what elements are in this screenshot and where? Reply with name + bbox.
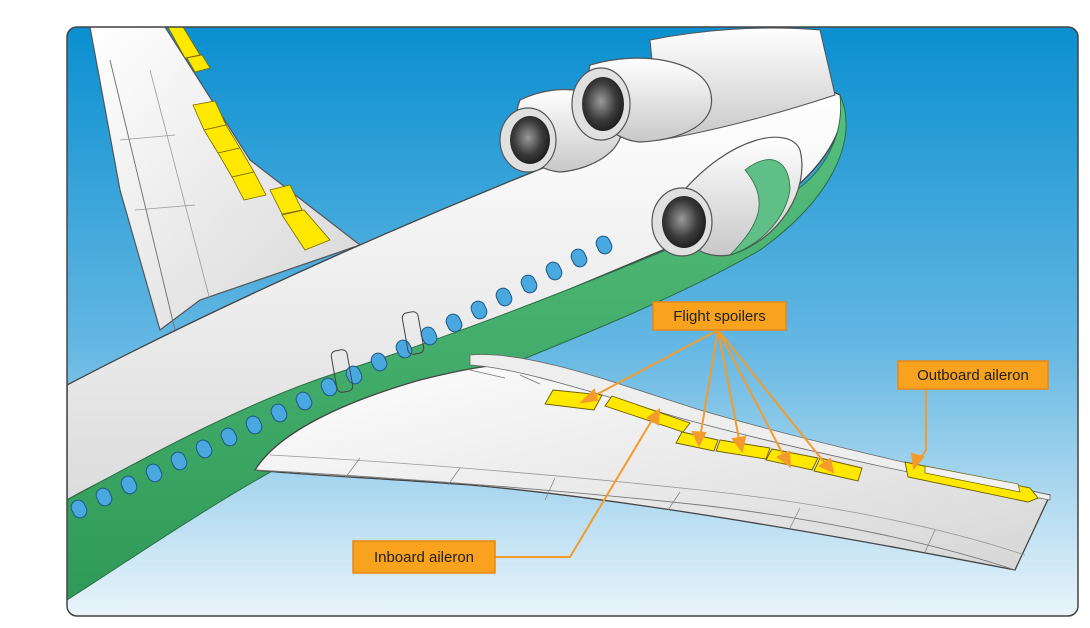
tail-fin xyxy=(89,27,362,332)
flight-spoilers-label: Flight spoilers xyxy=(673,308,766,325)
engine-lower xyxy=(651,136,803,257)
outboard-aileron-label: Outboard aileron xyxy=(917,367,1029,384)
callout-outboard-aileron: Outboard aileron xyxy=(897,360,1049,390)
flight-spoiler-3 xyxy=(765,448,819,471)
wing-control-surfaces xyxy=(544,389,1039,503)
callout-inboard-aileron: Inboard aileron xyxy=(352,540,496,574)
leader-lines xyxy=(495,329,927,558)
callout-flight-spoilers: Flight spoilers xyxy=(652,301,787,331)
cabin-doors xyxy=(330,311,425,393)
diagram-frame xyxy=(66,26,1079,617)
inboard-aileron-label: Inboard aileron xyxy=(374,549,474,566)
engine-upper-right xyxy=(571,57,713,143)
tail-control-surfaces xyxy=(167,27,331,251)
cabin-windows xyxy=(70,235,613,519)
engines xyxy=(499,27,836,257)
